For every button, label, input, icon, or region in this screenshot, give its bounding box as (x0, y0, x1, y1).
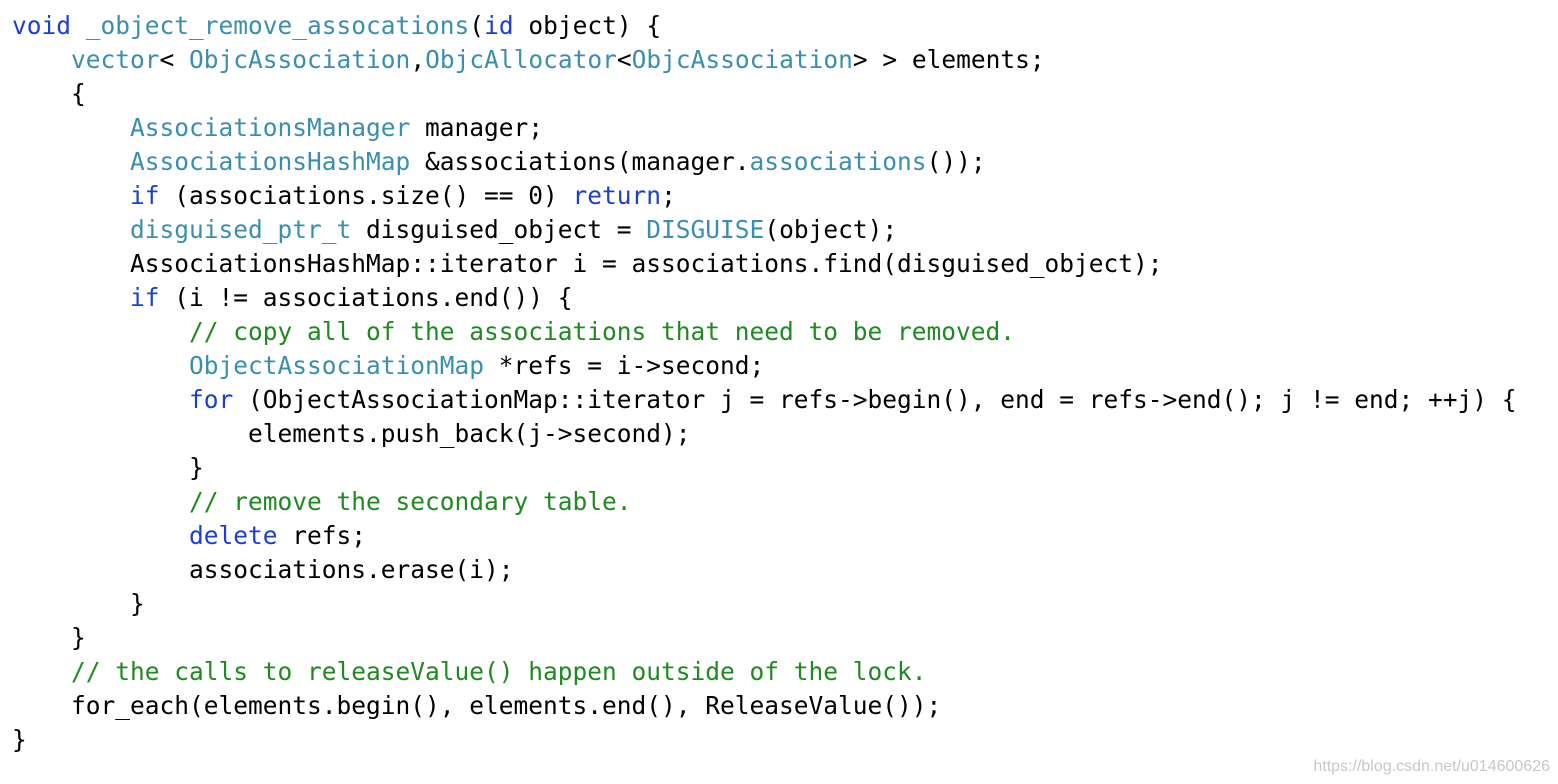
code-text (12, 113, 130, 142)
code-text: , (410, 45, 426, 74)
function-token: _object_remove_assocations (85, 11, 470, 40)
code-line: AssociationsManager manager; (12, 111, 1517, 145)
code-line: } (12, 451, 1517, 485)
code-view: void _object_remove_assocations(id objec… (12, 9, 1517, 757)
code-text (71, 11, 86, 40)
code-line: } (12, 723, 1517, 757)
code-line: } (12, 621, 1517, 655)
code-line: vector< ObjcAssociation,ObjcAllocator<Ob… (12, 43, 1517, 77)
code-text: AssociationsHashMap::iterator i = associ… (12, 249, 1163, 278)
code-line: elements.push_back(j->second); (12, 417, 1517, 451)
code-text: } (12, 589, 145, 618)
comment-token: // the calls to releaseValue() happen ou… (71, 657, 927, 686)
keyword-token: void (12, 11, 72, 40)
code-text (12, 385, 189, 414)
code-text: (ObjectAssociationMap::iterator j = refs… (233, 385, 1517, 414)
code-text (12, 215, 130, 244)
code-line: disguised_ptr_t disguised_object = DISGU… (12, 213, 1517, 247)
function-token: associations (749, 147, 927, 176)
code-line: } (12, 587, 1517, 621)
code-text: (associations.size() == 0) (159, 181, 573, 210)
code-text (12, 283, 130, 312)
keyword-token: if (130, 283, 160, 312)
type-token: vector (71, 45, 160, 74)
code-text: } (12, 725, 27, 754)
code-text: (i != associations.end()) { (159, 283, 573, 312)
function-token: DISGUISE (646, 215, 765, 244)
code-text: } (12, 453, 204, 482)
code-line: // copy all of the associations that nee… (12, 315, 1517, 349)
code-line: AssociationsHashMap::iterator i = associ… (12, 247, 1517, 281)
code-text: ( (469, 11, 485, 40)
code-text: disguised_object = (351, 215, 647, 244)
code-line: if (i != associations.end()) { (12, 281, 1517, 315)
code-text: associations.erase(i); (12, 555, 514, 584)
code-text (12, 657, 71, 686)
code-text (12, 351, 189, 380)
code-line: // remove the secondary table. (12, 485, 1517, 519)
code-line: for_each(elements.begin(), elements.end(… (12, 689, 1517, 723)
code-text (12, 181, 130, 210)
keyword-token: return (572, 181, 662, 210)
keyword-token: delete (189, 521, 278, 550)
code-line: delete refs; (12, 519, 1517, 553)
code-text: > > elements; (852, 45, 1045, 74)
keyword-token: id (484, 11, 514, 40)
code-line: for (ObjectAssociationMap::iterator j = … (12, 383, 1517, 417)
type-token: disguised_ptr_t (130, 215, 352, 244)
code-text: for_each(elements.begin(), elements.end(… (12, 691, 942, 720)
keyword-token: if (130, 181, 160, 210)
type-token: ObjcAllocator (425, 45, 617, 74)
code-text: object) { (513, 11, 662, 40)
code-text: { (12, 79, 86, 108)
code-text: *refs = i->second; (484, 351, 765, 380)
type-token: ObjectAssociationMap (189, 351, 485, 380)
code-line: associations.erase(i); (12, 553, 1517, 587)
code-text: &associations(manager. (410, 147, 750, 176)
code-line: ObjectAssociationMap *refs = i->second; (12, 349, 1517, 383)
keyword-token: for (189, 385, 234, 414)
type-token: AssociationsHashMap (130, 147, 411, 176)
code-text (12, 45, 71, 74)
type-token: ObjcAssociation (631, 45, 853, 74)
type-token: AssociationsManager (130, 113, 411, 142)
code-line: // the calls to releaseValue() happen ou… (12, 655, 1517, 689)
type-token: ObjcAssociation (189, 45, 411, 74)
code-line: void _object_remove_assocations(id objec… (12, 9, 1517, 43)
code-line: { (12, 77, 1517, 111)
code-text (12, 521, 189, 550)
code-text (12, 487, 189, 516)
code-text: ; (661, 181, 676, 210)
code-text: < (616, 45, 632, 74)
code-line: AssociationsHashMap &associations(manage… (12, 145, 1517, 179)
code-text: ()); (926, 147, 986, 176)
code-text: elements.push_back(j->second); (12, 419, 691, 448)
code-text (12, 317, 189, 346)
code-text: < (159, 45, 190, 74)
code-text (12, 147, 130, 176)
code-text: manager; (410, 113, 544, 142)
watermark: https://blog.csdn.net/u014600626 (1313, 758, 1550, 775)
comment-token: // remove the secondary table. (189, 487, 632, 516)
code-text: (object); (764, 215, 898, 244)
code-text: } (12, 623, 86, 652)
code-text: refs; (277, 521, 367, 550)
code-line: if (associations.size() == 0) return; (12, 179, 1517, 213)
comment-token: // copy all of the associations that nee… (189, 317, 1016, 346)
